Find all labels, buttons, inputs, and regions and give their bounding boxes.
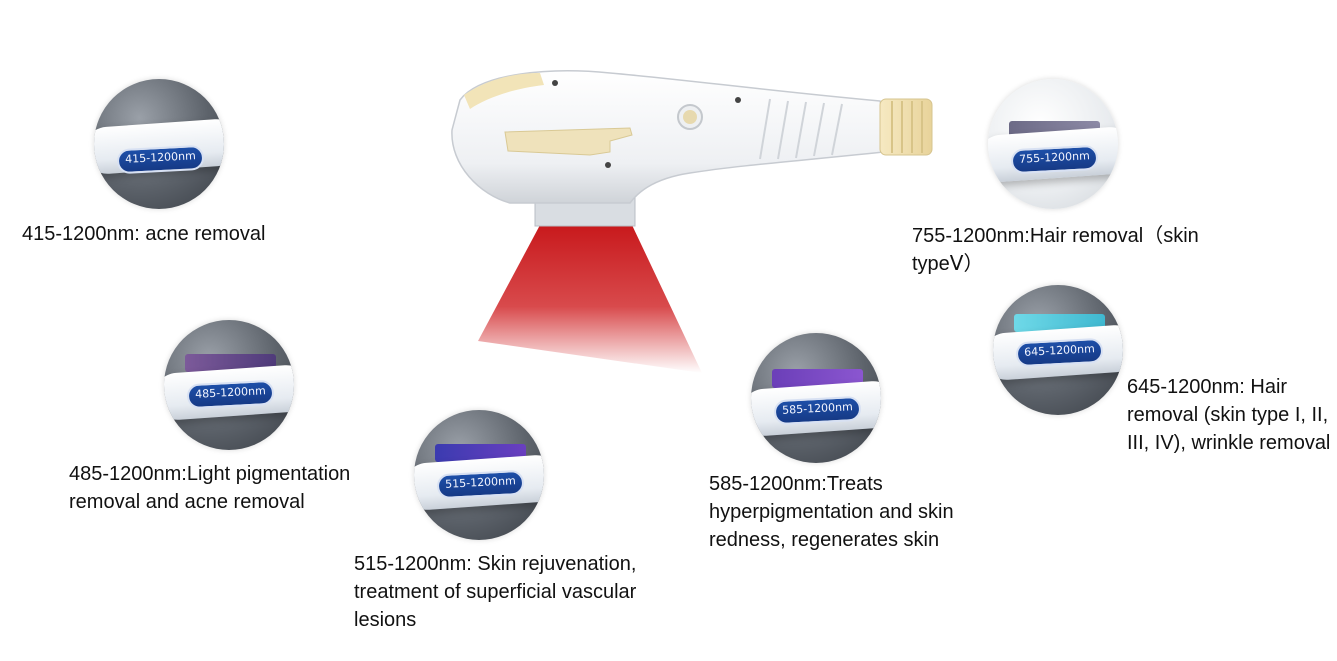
filter-description-645: 645-1200nm: Hair removal (skin type I, I… bbox=[1127, 376, 1331, 454]
filter-chip-label: 515-1200nm bbox=[436, 470, 526, 500]
ipl-handpiece-image bbox=[451, 70, 933, 373]
filter-chip-label: 485-1200nm bbox=[186, 380, 276, 410]
filter-photo-485: 485-1200nm bbox=[164, 320, 294, 450]
side-insert bbox=[504, 127, 633, 156]
filter-description-415: 415-1200nm: acne removal bbox=[22, 223, 266, 245]
filter-chip-label: 645-1200nm bbox=[1015, 337, 1105, 367]
filter-description-755: 755-1200nm:Hair removal（skin typeⅤ） bbox=[912, 225, 1199, 275]
handpiece-body bbox=[451, 70, 893, 204]
cable-end-cap bbox=[879, 98, 933, 156]
light-beam bbox=[478, 225, 702, 373]
top-accent bbox=[464, 73, 544, 109]
filter-photo-645: 645-1200nm bbox=[993, 285, 1123, 415]
filter-chip-label: 755-1200nm bbox=[1010, 144, 1100, 174]
filter-description-585: 585-1200nm:Treats hyperpigmentation and … bbox=[709, 473, 954, 551]
filter-photo-585: 585-1200nm bbox=[751, 333, 881, 463]
filter-photo-515: 515-1200nm bbox=[414, 410, 544, 540]
filter-photo-755: 755-1200nm bbox=[988, 79, 1118, 209]
filter-description-485: 485-1200nm:Light pigmentation removal an… bbox=[69, 463, 351, 513]
filter-description-515: 515-1200nm: Skin rejuvenation, treatment… bbox=[354, 553, 637, 631]
filter-photo-415: 415-1200nm bbox=[94, 79, 224, 209]
filter-chip-label: 585-1200nm bbox=[773, 395, 863, 426]
filter-chip-label: 415-1200nm bbox=[116, 144, 206, 174]
